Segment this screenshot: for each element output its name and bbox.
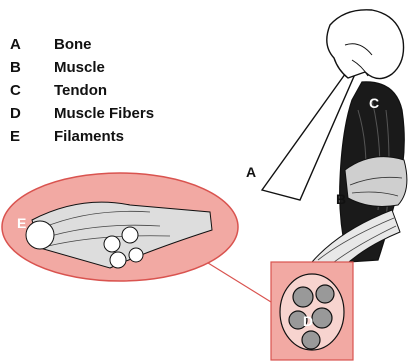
bone-head (327, 10, 404, 79)
fascicle-2 (316, 285, 334, 303)
label-c: C (369, 95, 379, 111)
label-d: D (303, 313, 313, 329)
filament-end-2 (104, 236, 120, 252)
label-a: A (246, 164, 256, 180)
fiber-cross-section (280, 274, 344, 350)
fascicle-1 (293, 287, 313, 307)
label-e: E (17, 215, 26, 231)
zoom-connector (200, 258, 271, 302)
tendon-mass (345, 157, 407, 207)
filament-end-3 (122, 227, 138, 243)
fascicle-4 (312, 308, 332, 328)
filament-end-1 (26, 221, 54, 249)
fascicle-5 (302, 331, 320, 349)
filament-end-5 (129, 248, 143, 262)
label-b: B (336, 191, 346, 207)
filament-end-4 (110, 252, 126, 268)
